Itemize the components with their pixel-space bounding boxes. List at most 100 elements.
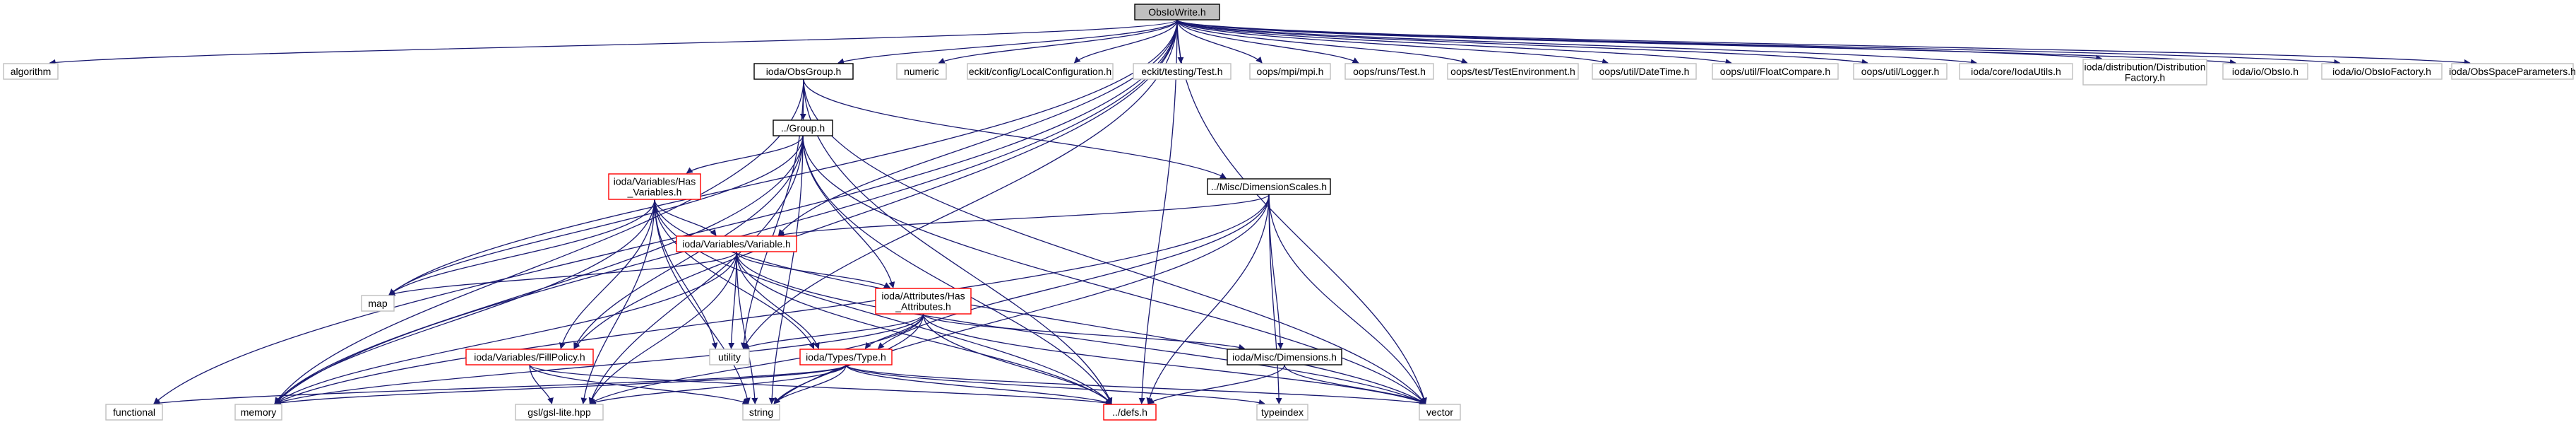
node-layer: ObsIoWrite.h algorithm ioda/ObsGroup.h nume… xyxy=(3,4,2576,421)
edge-dimscales-to-vector xyxy=(1268,194,1427,404)
node-box xyxy=(1959,63,2073,80)
node-label: ioda/Variables/Has xyxy=(614,176,696,187)
edge-variable-to-map xyxy=(388,251,737,297)
node-label: string xyxy=(749,406,773,418)
edge-root-to-functional xyxy=(153,19,1178,404)
edge-dimensions-to-vector xyxy=(1284,364,1426,404)
node-label: ../Misc/DimensionScales.h xyxy=(1211,181,1327,192)
node-variable[interactable]: ioda/Variables/Variable.h xyxy=(676,235,797,252)
edge-root-to-oops_testenv xyxy=(1176,19,1468,64)
node-label: oops/mpi/mpi.h xyxy=(1257,66,1324,77)
edge-types-to-functional xyxy=(153,364,847,406)
node-box xyxy=(799,349,893,365)
node-group[interactable]: ../Group.h xyxy=(773,119,833,136)
edge-types-to-defs xyxy=(845,364,1112,405)
edge-hasvars-to-fillpolicy xyxy=(559,199,655,349)
node-label: oops/test/TestEnvironment.h xyxy=(1450,66,1575,77)
node-label: gsl/gsl-lite.hpp xyxy=(527,406,591,418)
node-label: oops/util/Logger.h xyxy=(1861,66,1940,77)
node-box xyxy=(1712,63,1839,80)
node-label: vector xyxy=(1426,406,1453,418)
edge-root-to-defs xyxy=(1138,19,1178,404)
node-oops_datetime: oops/util/DateTime.h xyxy=(1592,63,1697,80)
edge-dimscales-to-typeindex xyxy=(1268,194,1282,404)
edge-dimensions-to-defs xyxy=(1147,364,1285,404)
edge-group-to-gsl xyxy=(588,135,804,404)
node-box xyxy=(1256,404,1308,421)
node-fillpolicy[interactable]: ioda/Variables/FillPolicy.h xyxy=(465,349,594,365)
node-box xyxy=(875,288,972,315)
node-box xyxy=(753,63,854,80)
edge-variable-to-memory xyxy=(274,251,737,404)
edge-obsgroup-to-defs xyxy=(803,78,1113,404)
node-defs[interactable]: ../defs.h xyxy=(1103,404,1157,421)
node-string: string xyxy=(742,404,780,421)
edge-root-to-algorithm xyxy=(49,19,1178,66)
edge-obsgroup-to-memory xyxy=(274,78,804,404)
edge-root-to-ioda_obsio xyxy=(1176,19,2236,66)
node-dimensions[interactable]: ioda/Misc/Dimensions.h xyxy=(1227,349,1342,365)
edge-types-to-string xyxy=(773,364,847,404)
node-label: _Attributes.h xyxy=(895,301,951,312)
node-label: ioda/Types/Type.h xyxy=(806,351,886,363)
node-box xyxy=(1344,63,1434,80)
node-hasattrs[interactable]: ioda/Attributes/Has_Attributes.h xyxy=(875,288,972,315)
node-root[interactable]: ObsIoWrite.h xyxy=(1134,4,1220,21)
node-label: ObsIoWrite.h xyxy=(1148,6,1205,18)
edge-root-to-eckit_lc xyxy=(1073,19,1178,64)
edge-hasattrs-to-memory xyxy=(274,313,924,405)
node-box xyxy=(1227,349,1342,365)
node-label: ioda/distribution/Distribution xyxy=(2085,62,2206,73)
edge-root-to-oops_logger xyxy=(1176,19,1868,66)
edge-root-to-oops_runs_test xyxy=(1176,19,1359,64)
node-oops_logger: oops/util/Logger.h xyxy=(1853,63,1948,80)
edge-group-to-string xyxy=(768,135,804,404)
edge-root-to-ioda_utils xyxy=(1176,19,1977,66)
node-label: ioda/io/ObsIoFactory.h xyxy=(2332,66,2431,77)
edge-root-to-memory xyxy=(274,19,1178,404)
node-box xyxy=(676,235,797,252)
edge-hasvars-to-variable xyxy=(654,199,717,236)
edge-variable-to-vector xyxy=(736,251,1426,404)
node-box xyxy=(2451,63,2574,80)
node-label: eckit/config/LocalConfiguration.h xyxy=(969,66,1111,77)
edge-fillpolicy-to-string xyxy=(529,364,749,405)
edge-group-to-map xyxy=(388,135,804,296)
node-label: map xyxy=(368,298,387,309)
edge-variable-to-hasattrs xyxy=(736,251,891,288)
node-obsgroup[interactable]: ioda/ObsGroup.h xyxy=(753,63,854,80)
edge-root-to-fillpolicy xyxy=(573,19,1178,349)
node-dimscales[interactable]: ../Misc/DimensionScales.h xyxy=(1207,178,1331,195)
node-numeric: numeric xyxy=(896,63,947,80)
edge-hasattrs-to-gsl xyxy=(589,313,924,404)
node-label: algorithm xyxy=(11,66,52,77)
node-label: oops/util/DateTime.h xyxy=(1599,66,1690,77)
node-box xyxy=(1592,63,1697,80)
edge-root-to-variable xyxy=(777,19,1178,236)
node-label: ../defs.h xyxy=(1112,406,1147,418)
node-label: eckit/testing/Test.h xyxy=(1141,66,1222,77)
edge-root-to-obsgroup xyxy=(837,19,1178,65)
node-types[interactable]: ioda/Types/Type.h xyxy=(799,349,893,365)
node-label: oops/util/FloatCompare.h xyxy=(1720,66,1830,77)
edge-variable-to-types xyxy=(736,251,820,349)
node-typeindex: typeindex xyxy=(1256,404,1308,421)
edge-types-to-vector xyxy=(845,364,1426,406)
node-label: numeric xyxy=(904,66,939,77)
node-label: ioda/Variables/FillPolicy.h xyxy=(474,351,585,363)
edge-dimscales-to-string xyxy=(773,194,1270,404)
node-hasvars[interactable]: ioda/Variables/Has_Variables.h xyxy=(608,173,701,200)
edge-variable-to-utility xyxy=(728,251,737,349)
edge-group-to-hasvars xyxy=(686,135,804,174)
node-memory: memory xyxy=(234,404,282,421)
node-ioda_utils: ioda/core/IodaUtils.h xyxy=(1959,63,2073,80)
edge-layer xyxy=(49,19,2471,406)
edge-types-to-gsl xyxy=(589,364,847,405)
node-box xyxy=(3,63,59,80)
edge-dimscales-to-defs xyxy=(1146,194,1270,404)
edge-root-to-oops_datetime xyxy=(1176,19,1609,65)
edge-root-to-numeric xyxy=(938,19,1178,64)
edge-hasvars-to-utility xyxy=(654,199,718,349)
node-label: ioda/core/IodaUtils.h xyxy=(1971,66,2061,77)
node-box xyxy=(1103,404,1157,421)
